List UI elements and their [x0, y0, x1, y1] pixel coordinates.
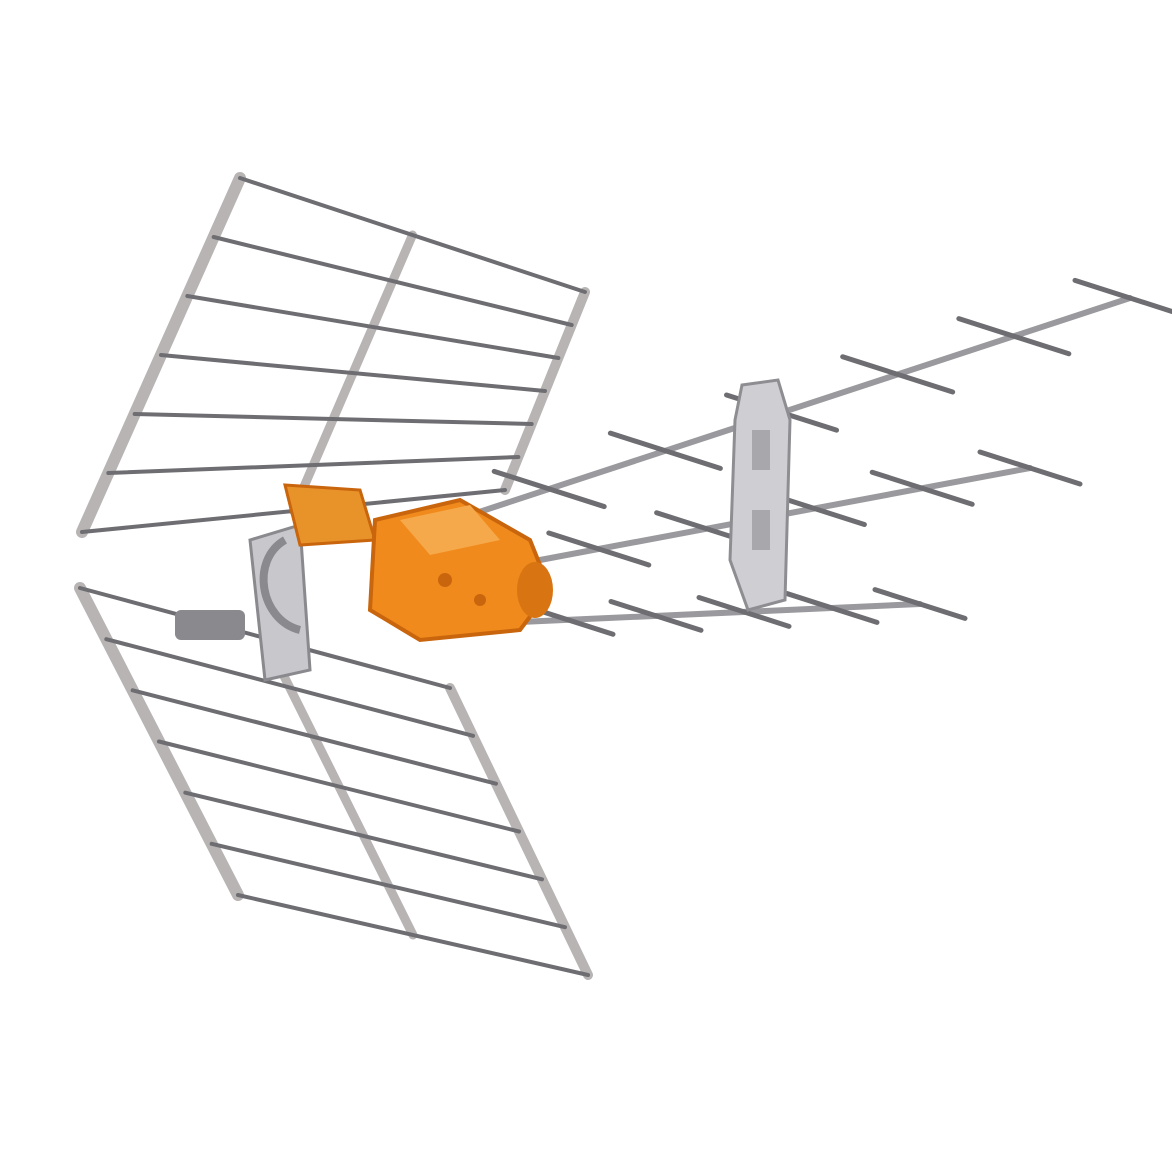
director-element — [869, 469, 975, 507]
boom — [467, 295, 1133, 518]
director-element — [1072, 277, 1172, 315]
director-element — [607, 430, 723, 471]
director-element — [977, 449, 1083, 487]
panel-wire — [185, 294, 561, 360]
director-element — [696, 595, 792, 629]
director-element — [840, 354, 956, 395]
director-booms — [467, 277, 1172, 637]
upper-reflector-panel — [76, 172, 590, 538]
amplifier-box — [283, 483, 553, 643]
panel-wire — [106, 455, 521, 475]
panel-wire — [130, 688, 498, 786]
director-element — [546, 530, 652, 568]
boom — [517, 601, 923, 625]
panel-wire — [157, 739, 521, 834]
panel-wire — [236, 893, 590, 977]
panel-wire — [159, 353, 547, 393]
director-element — [491, 468, 607, 510]
director-element — [956, 316, 1072, 357]
director-element — [784, 591, 880, 625]
director-element — [872, 587, 968, 621]
panel-wire — [209, 841, 567, 930]
panel-wire — [211, 235, 574, 327]
panel-wire — [132, 412, 534, 426]
mast-clamp — [175, 523, 312, 682]
panel-wire — [183, 790, 544, 882]
panel-wire — [238, 176, 587, 294]
director-element — [608, 598, 704, 633]
mounting-bracket — [728, 378, 792, 612]
panel-wire — [104, 637, 475, 738]
lower-reflector-panel — [74, 582, 593, 980]
